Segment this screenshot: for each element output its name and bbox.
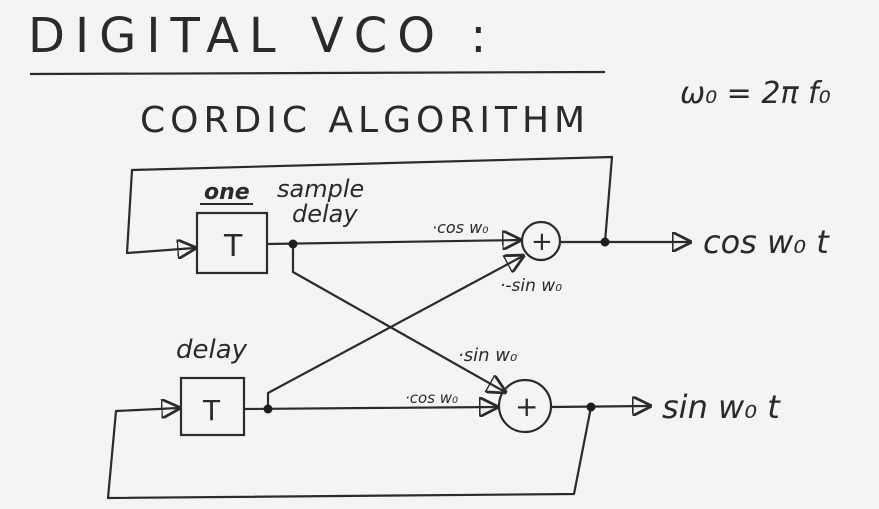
cos-output-label: cos w₀ t [703,223,830,261]
bottom-forward-wire [242,407,497,409]
top-neg-sin-coefficient: ·-sin w₀ [500,276,562,296]
bottom-delay-label: T [202,394,221,427]
bottom-delay-note: delay [176,335,248,365]
junction-dot [600,237,610,247]
top-delay-note: delay [292,200,358,228]
top-forward-wire [265,240,520,244]
title-underline [29,70,606,76]
junction-dot [263,404,273,414]
one-note: one [204,180,250,205]
omega-formula: ω₀ = 2π f₀ [680,76,831,111]
junction-dot [586,402,596,412]
top-feedback-wire [125,155,614,253]
page-title: DIGITAL VCO : [28,8,496,64]
bottom-sin-output-wire [549,406,650,407]
bottom-feedback-wire [106,407,593,500]
bottom-cos-coefficient: ·cos w₀ [405,389,458,407]
cross-wire-top-to-bottom [291,242,505,392]
top-cos-coefficient: ·cos w₀ [432,218,489,237]
cross-wire-bottom-to-top [266,256,523,411]
sample-note: sample [277,175,364,203]
bottom-sin-coefficient: ·sin w₀ [458,345,517,366]
top-delay-label: T [223,229,243,264]
subtitle: CORDIC ALGORITHM [140,100,590,141]
junction-dot [288,239,298,249]
top-adder-symbol: + [531,227,553,257]
sin-output-label: sin w₀ t [662,388,781,426]
bottom-adder-symbol: + [515,390,538,423]
